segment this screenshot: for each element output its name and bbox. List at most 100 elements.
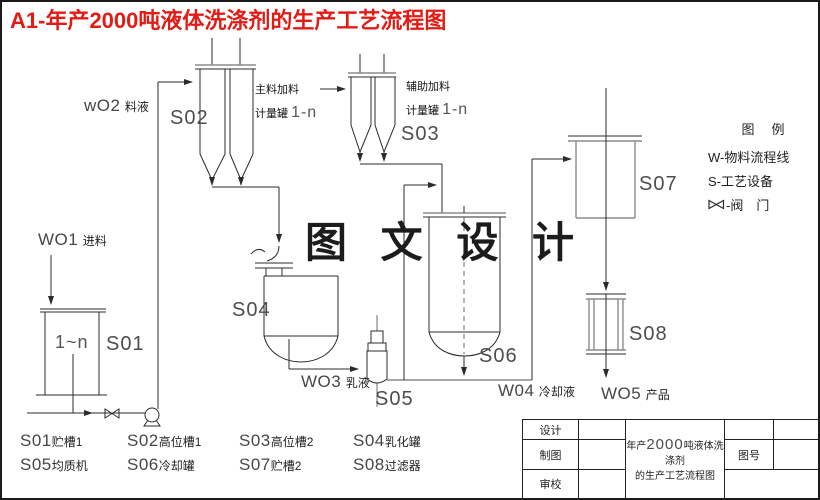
tank-s04-tag: S04 [232,299,271,321]
tank-s06-tag: S06 [479,345,518,367]
equipment-code: S08 [353,455,385,474]
cell-empty [725,470,818,498]
equipment-code: S02 [127,431,159,450]
equipment-item: S05均质机 [20,455,88,475]
legend-item-valve: -阀 门 [708,195,818,214]
stream-name: 料液 [124,100,149,114]
drawing-title-prefix: 年产 [626,440,647,452]
drawing-title-suffix: 吨液体洗涤剂 [665,440,724,468]
tank-s08-tag: S08 [629,323,668,345]
equipment-name: 贮槽1 [51,435,83,449]
equipment-item: S04乳化罐 [353,431,421,451]
stream-name: 冷却液 [538,385,575,399]
equipment-item: S07贮槽2 [239,455,301,475]
tank-s02-hoppers [195,38,256,186]
title-block: 设计 年产2000吨液体洗涤剂 的生产工艺流程图 制图 图号 审校 [522,419,818,498]
tank-s04 [255,262,339,369]
s03-annotation-text: 计量罐 [406,104,439,117]
tank-s03-tag: S03 [401,123,440,145]
legend-item-equipment: S-工艺设备 [708,174,774,189]
watermark: 图 文 设 计 [305,219,586,266]
equipment-name: 冷却罐 [158,459,195,473]
title-block-review-label: 审校 [523,470,579,498]
tank-s02-tag: S02 [170,107,209,129]
pipe-w04-to-s07 [531,156,572,380]
valve-icon [708,199,725,210]
tank-s01-count: 1~n [55,332,89,352]
equipment-code: S01 [20,431,52,450]
drawing-title-line2: 的生产工艺流程图 [635,470,715,482]
s02-annotation-text: 计量罐 [255,107,288,120]
tank-s07-tag: S07 [639,173,678,195]
equipment-code: S05 [20,455,52,474]
drawing-title-line1: 年产2000吨液体洗涤剂 [626,434,724,470]
s02-annotation-range: 1-n [291,103,318,121]
equipment-code: S06 [127,455,159,474]
stream-code: wO2 [84,96,121,115]
stream-name: 进料 [82,234,107,248]
cell-empty [579,420,626,440]
cell-empty [579,470,626,498]
equipment-item: S08过滤器 [353,455,421,475]
equipment-code: S04 [353,431,385,450]
feed-pipe-valve-pump [27,79,193,427]
title-block-draft-label: 制图 [523,440,579,470]
pipe-s02-to-s04 [212,186,282,262]
stream-label-w01: WO1 进料 [38,230,107,250]
stream-name: 乳液 [345,376,370,390]
s02-annotation-line2: 计量罐 1-n [255,100,317,126]
cell-empty [774,420,818,440]
stream-code: WO3 [301,372,342,391]
cell-empty [725,420,774,440]
s03-annotation-line1: 辅助加料 [406,81,450,93]
equipment-name: 均质机 [51,459,88,473]
stream-label-w02: wO2 料液 [84,96,149,116]
title-block-design-label: 设计 [523,420,579,440]
drawing-title-qty: 2000 [646,435,684,453]
page-title: A1-年产2000吨液体洗涤剂的生产工艺流程图 [10,8,447,33]
equipment-name: 乳化罐 [384,435,421,449]
equipment-code: S03 [239,431,271,450]
s02-annotation: 主料加料 计量罐 1-n [255,82,317,125]
pipe-s05-to-s06 [387,182,532,381]
valve-icon [104,408,120,419]
s03-annotation-line2: 计量罐 1-n [406,97,468,123]
title-block-drawing-no-label: 图号 [725,440,774,470]
filter-s08 [586,293,626,378]
equipment-name: 高位槽1 [158,435,202,449]
stream-code: WO5 [601,384,642,403]
pipe-s03-to-s06 [360,163,443,213]
equipment-item: S06冷却罐 [127,455,195,475]
equipment-item: S02高位槽1 [127,431,201,451]
tank-s03-hoppers [320,54,396,162]
tank-s05-tag: S05 [375,388,414,410]
tank-s01 [36,308,107,413]
legend-title: 图 例 [741,122,787,137]
s02-annotation-line1: 主料加料 [255,84,299,96]
stream-label-w05: WO5 产品 [601,384,670,404]
equipment-name: 过滤器 [384,459,421,473]
equipment-name: 贮槽2 [270,459,302,473]
tank-s06 [423,206,506,376]
equipment-item: S03高位槽2 [239,431,313,451]
s03-annotation: 辅助加料 计量罐 1-n [406,79,468,122]
stream-label-w03: WO3 乳液 [301,372,370,392]
tank-s01-tag: S01 [106,333,145,355]
equipment-name: 高位槽2 [270,435,314,449]
equipment-item: S01贮槽1 [20,431,82,451]
legend-valve-text: -阀 门 [726,198,770,213]
stream-name: 产品 [645,388,670,402]
tank-s07 [568,88,642,291]
stream-label-w04: W04 冷却液 [498,381,575,401]
title-block-drawing-title: 年产2000吨液体洗涤剂 的生产工艺流程图 [626,420,725,498]
s03-annotation-range: 1-n [442,100,469,118]
stream-code: WO1 [38,230,79,249]
cell-empty [774,440,818,470]
legend-item-material: W-物料流程线 [708,150,790,165]
cell-empty [579,440,626,470]
stream-code: W04 [498,381,535,400]
homogenizer-s05 [366,315,388,407]
equipment-code: S07 [239,455,271,474]
